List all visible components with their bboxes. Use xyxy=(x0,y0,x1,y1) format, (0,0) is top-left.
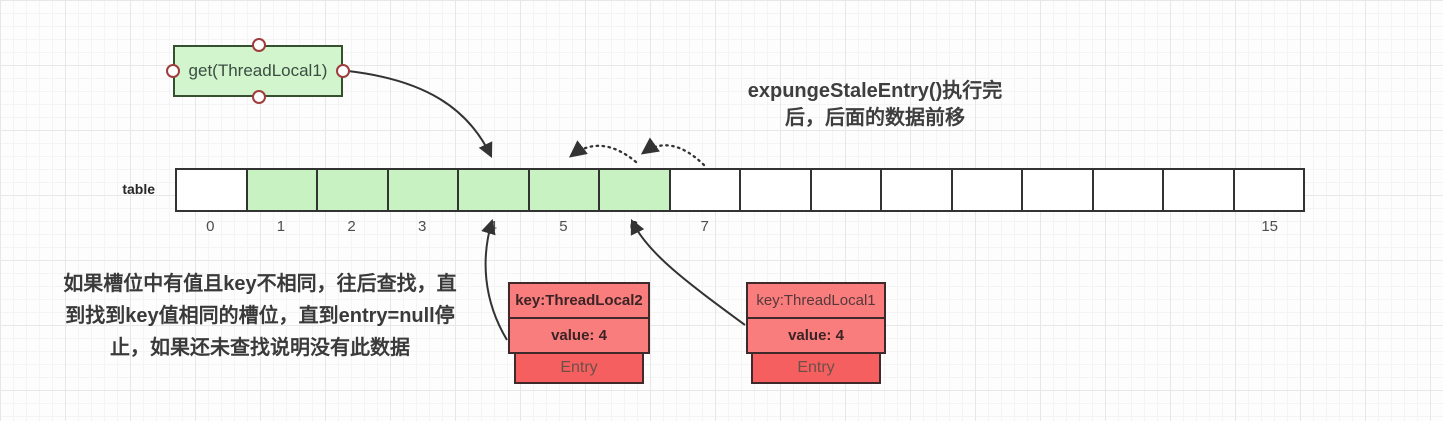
entry-node-threadlocal2[interactable]: key:ThreadLocal2 value: 4 Entry xyxy=(508,282,650,384)
table-cell-6[interactable] xyxy=(600,170,671,210)
table-cell-11[interactable] xyxy=(952,170,1023,210)
table-cell-5[interactable] xyxy=(529,170,600,210)
index-label-14 xyxy=(1164,218,1235,235)
table-cell-10[interactable] xyxy=(882,170,953,210)
arrow-shift-7-to-6 xyxy=(640,137,706,167)
table-cell-3[interactable] xyxy=(388,170,459,210)
index-label-8 xyxy=(740,218,811,235)
table-cell-13[interactable] xyxy=(1093,170,1164,210)
index-label-6: 6 xyxy=(629,218,639,235)
entry1-key-cell: key:ThreadLocal1 xyxy=(746,282,886,319)
index-label-9 xyxy=(811,218,882,235)
get-threadlocal1-label: get(ThreadLocal1) xyxy=(188,61,328,80)
arrow-shift-6-to-5 xyxy=(568,140,638,164)
table-array xyxy=(175,168,1305,212)
connection-handle-left[interactable] xyxy=(166,64,180,78)
table-cell-14[interactable] xyxy=(1164,170,1235,210)
table-cell-12[interactable] xyxy=(1023,170,1094,210)
table-cell-8[interactable] xyxy=(741,170,812,210)
table-cell-2[interactable] xyxy=(318,170,389,210)
index-label-13 xyxy=(1093,218,1164,235)
index-label-15: 15 xyxy=(1261,218,1279,235)
table-label: table xyxy=(122,181,155,197)
index-label-10 xyxy=(881,218,952,235)
get-threadlocal1-node[interactable]: get(ThreadLocal1) xyxy=(173,45,343,97)
expunge-title-line1: expungeStaleEntry()执行完 xyxy=(747,80,1003,102)
index-row: 0 1 2 3 4 5 6 7 15 xyxy=(175,218,1305,235)
entry-node-threadlocal1[interactable]: key:ThreadLocal1 value: 4 Entry xyxy=(746,282,886,384)
expunge-title: expungeStaleEntry()执行完 后，后面的数据前移 xyxy=(700,78,1050,132)
table-cell-7[interactable] xyxy=(670,170,741,210)
index-label-12 xyxy=(1023,218,1094,235)
index-label-1: 1 xyxy=(276,218,286,235)
index-label-11 xyxy=(952,218,1023,235)
table-cell-0[interactable] xyxy=(177,170,248,210)
index-label-3: 3 xyxy=(418,218,427,235)
index-label-5: 5 xyxy=(559,218,568,235)
arrow-get-to-slot4 xyxy=(347,70,493,159)
lookup-note-line3: 止，如果还未查找说明没有此数据 xyxy=(110,337,410,359)
index-label-2: 2 xyxy=(347,218,356,235)
table-cell-4[interactable] xyxy=(459,170,530,210)
entry1-entry-cell: Entry xyxy=(751,352,881,384)
lookup-note-line1: 如果槽位中有值且key不相同，往后查找，直 xyxy=(63,273,457,295)
index-label-7: 7 xyxy=(700,218,709,235)
entry1-value-cell: value: 4 xyxy=(746,317,886,354)
connection-handle-bottom[interactable] xyxy=(252,90,266,104)
index-label-4: 4 xyxy=(488,218,497,235)
entry2-value-cell: value: 4 xyxy=(508,317,650,354)
entry2-entry-cell: Entry xyxy=(514,352,644,384)
lookup-note: 如果槽位中有值且key不相同，往后查找，直 到找到key值相同的槽位，直到ent… xyxy=(34,268,486,364)
entry2-key-cell: key:ThreadLocal2 xyxy=(508,282,650,319)
lookup-note-line2: 到找到key值相同的槽位，直到entry=null停 xyxy=(65,305,455,327)
table-cell-1[interactable] xyxy=(247,170,318,210)
expunge-title-line2: 后，后面的数据前移 xyxy=(785,107,965,129)
connection-handle-top[interactable] xyxy=(252,38,266,52)
table-cell-15[interactable] xyxy=(1234,170,1303,210)
table-cell-9[interactable] xyxy=(811,170,882,210)
arrow-entry2-to-slot4 xyxy=(481,218,508,341)
index-label-0: 0 xyxy=(206,218,215,235)
connection-handle-right[interactable] xyxy=(336,64,350,78)
